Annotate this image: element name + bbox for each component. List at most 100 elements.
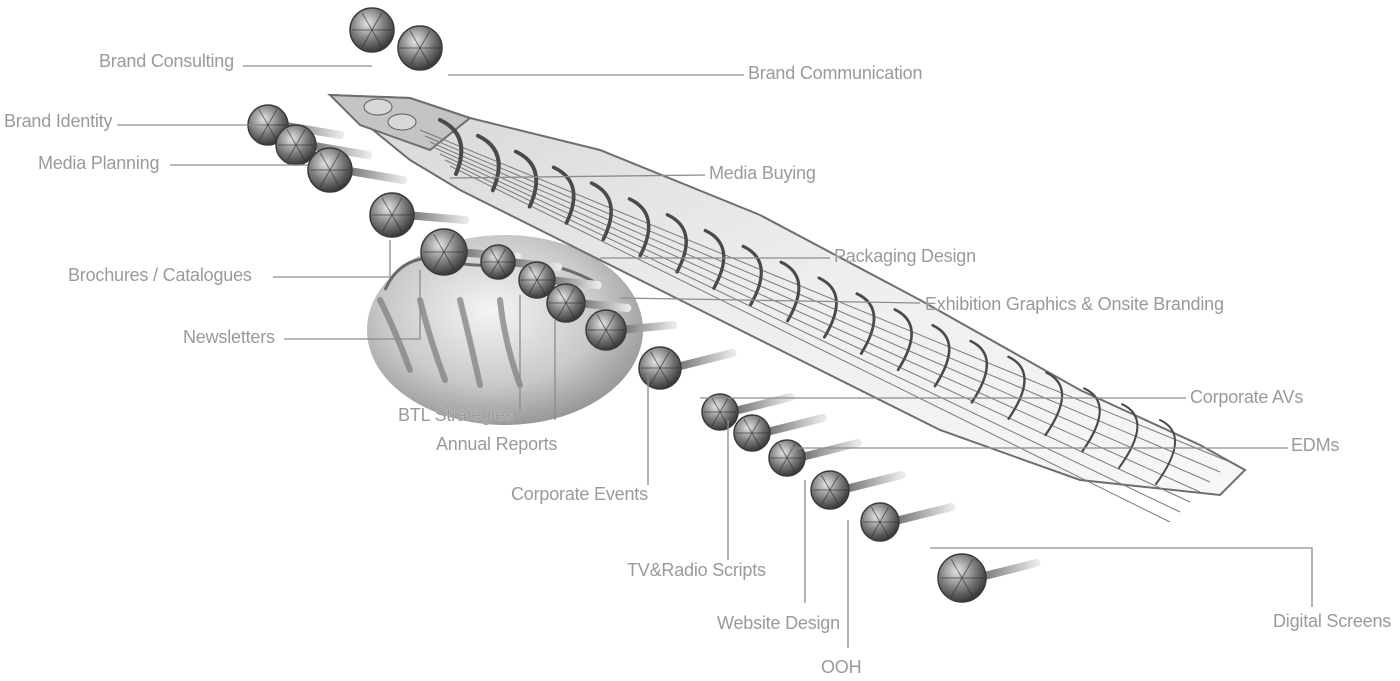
peg-petal [557,302,567,319]
peg-petal [719,397,729,413]
peg-stem [543,276,602,289]
peg-petal [950,577,963,597]
peg-petal [419,47,431,66]
peg-petal [258,109,269,126]
peg-petal [650,367,661,385]
peg-petal [391,214,403,233]
peg-petal [879,506,889,523]
label-newsletters[interactable]: Newsletters [183,327,275,347]
peg-petal [659,351,670,369]
peg-petal [409,30,421,49]
peg-stem [339,166,408,184]
peg-petal [650,351,661,369]
label-edms[interactable]: EDMs [1291,435,1340,455]
label-ooh[interactable]: OOH [821,657,862,677]
peg-petal [319,152,331,171]
peg-petal [319,169,331,188]
fret-line [475,133,501,193]
peg-petal [267,124,278,141]
peg-petal [719,411,729,427]
fret-line [817,276,838,339]
peg-petal [258,124,269,141]
peg-petal [536,279,546,295]
peg-petal [605,314,616,331]
peg-petal [961,559,974,579]
peg-petal [821,474,831,491]
peg-petal [371,12,383,31]
peg-petal [419,30,431,49]
peg-petal [557,287,567,304]
label-corporate-events[interactable]: Corporate Events [511,484,648,504]
label-brand-consulting[interactable]: Brand Consulting [99,51,234,71]
peg-petal [329,169,341,188]
peg-petal [879,521,889,538]
peg-stem [726,393,795,416]
peg-petal [786,443,796,459]
label-brand-communication[interactable]: Brand Communication [748,63,923,83]
peg-stem [793,439,862,462]
label-brand-identity[interactable]: Brand Identity [4,111,113,131]
peg-petal [295,144,306,161]
fret-line [551,165,576,225]
string-line [439,153,1191,503]
fret-line [1118,403,1139,469]
strings-group [419,129,1231,523]
peg-petal [829,474,839,491]
leader-line [619,297,921,304]
fret-line [969,339,989,404]
peg-stem [668,349,737,372]
peg-petal [381,214,393,233]
leader-line [930,547,1313,607]
string-line [429,141,1211,483]
string-line [434,147,1201,493]
fret-line [1081,387,1101,453]
peg-petal [267,109,278,126]
fret-line [1044,371,1064,437]
peg-petal [743,432,753,448]
peg-petal [596,314,607,331]
fret-line [779,260,801,323]
peg-petal [596,329,607,346]
fret-line [931,323,951,388]
peg-petal [871,521,881,538]
peg-petal [381,197,393,216]
peg-stem [887,503,956,526]
peg-stem [837,471,906,494]
peg-petal [711,397,721,413]
peg-petal [361,29,373,48]
fret-line [627,197,651,258]
fret-line [855,292,876,355]
peg-petal [489,248,499,263]
peg-stem [614,321,677,334]
label-website-design[interactable]: Website Design [717,613,840,633]
peg-petal [950,559,963,579]
label-digital-screens[interactable]: Digital Screens [1273,611,1392,631]
label-packaging-design[interactable]: Packaging Design [834,246,976,266]
peg-stem [758,414,827,437]
label-brochures-catalogues[interactable]: Brochures / Catalogues [68,265,252,285]
fret-line [703,228,726,290]
peg-petal [489,261,499,276]
label-media-planning[interactable]: Media Planning [38,153,160,173]
peg-petal [751,418,761,434]
label-btl-strategies[interactable]: BTL Strategies [398,405,514,425]
peg-petal [871,506,881,523]
peg-petal [361,12,373,31]
peg-petal [286,144,297,161]
string-line [424,135,1221,473]
label-corporate-avs[interactable]: Corporate AVs [1190,387,1304,407]
peg-petal [286,129,297,146]
label-media-buying[interactable]: Media Buying [709,163,816,183]
label-tv-radio-scripts[interactable]: TV&Radio Scripts [627,560,766,580]
label-exhibition-graphics[interactable]: Exhibition Graphics & Onsite Branding [925,294,1224,314]
peg-petal [528,265,538,281]
label-annual-reports[interactable]: Annual Reports [436,434,558,454]
string-line [449,165,1171,523]
fret-line [589,181,613,242]
peg-petal [743,418,753,434]
tuning-pegs-group [247,7,1041,603]
peg-petal [433,251,445,271]
peg-petal [443,251,455,271]
